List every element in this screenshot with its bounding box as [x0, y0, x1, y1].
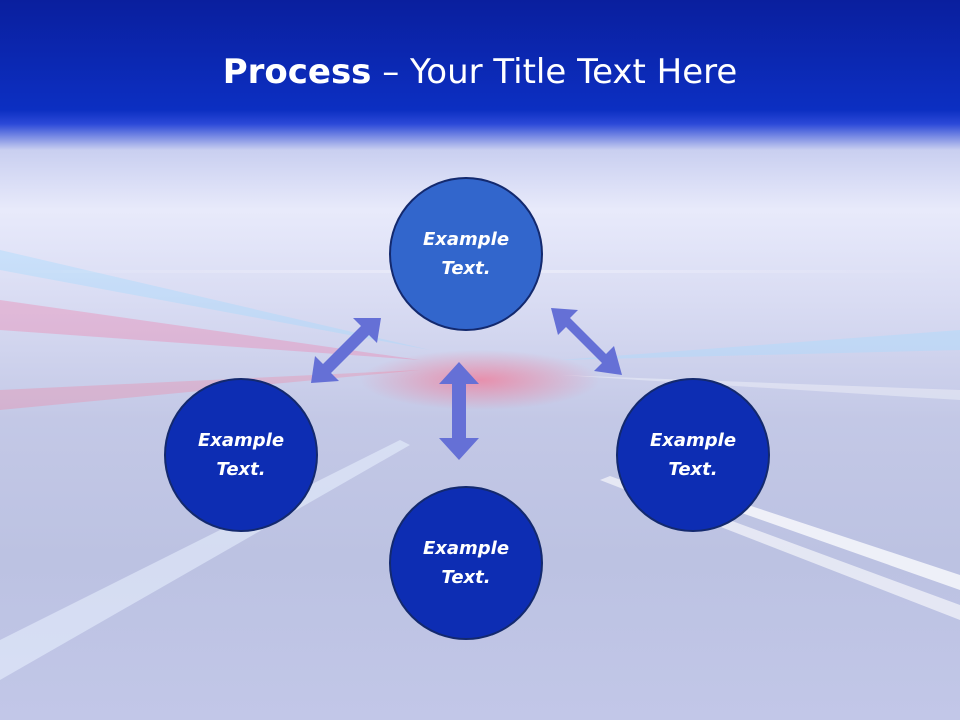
node-right-text: Example Text.: [649, 430, 737, 480]
node-bottom: Example Text.: [389, 486, 543, 640]
node-top-text: Example Text.: [422, 229, 510, 279]
node-right: Example Text.: [616, 378, 770, 532]
page-title: Process – Your Title Text Here: [0, 52, 960, 92]
title-bold: Process: [222, 52, 372, 92]
node-top: Example Text.: [389, 177, 543, 331]
node-bottom-text: Example Text.: [422, 538, 510, 588]
arrow-top-left: [311, 318, 381, 383]
node-left-text: Example Text.: [197, 430, 285, 480]
arrow-vertical: [439, 362, 479, 460]
arrow-top-right: [551, 308, 622, 375]
title-rest: – Your Title Text Here: [371, 52, 738, 92]
node-left: Example Text.: [164, 378, 318, 532]
